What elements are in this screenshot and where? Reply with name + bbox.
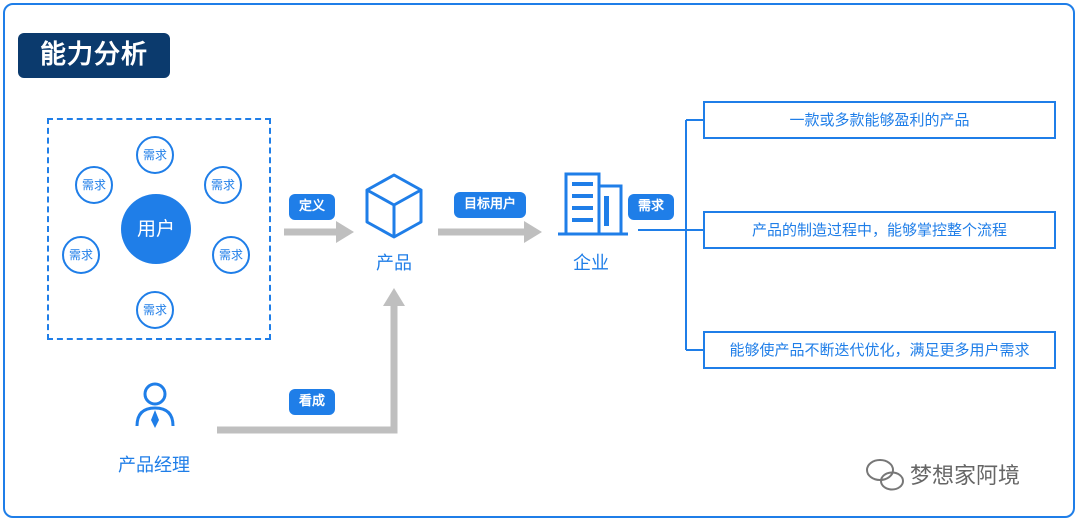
arrow-define: [284, 221, 354, 243]
user-needs-group: [47, 118, 271, 340]
enterprise-label: 企业: [573, 253, 609, 274]
results-connector: [638, 119, 704, 351]
define-label: 定义: [289, 194, 336, 220]
product-label: 产品: [376, 253, 412, 274]
product-manager-label: 产品经理: [118, 455, 190, 476]
need-label: 需求: [628, 194, 675, 220]
user-center-circle: 用户: [121, 194, 191, 264]
result-box-profitable-products: 一款或多款能够盈利的产品: [703, 101, 1056, 139]
watermark-text: 梦想家阿境: [910, 464, 1021, 489]
person-icon: [135, 382, 175, 428]
regard-as-label: 看成: [289, 389, 336, 415]
page-title: 能力分析: [18, 33, 170, 78]
arrow-regard-as: [217, 288, 405, 434]
need-circle-upper-right: 需求: [204, 166, 242, 204]
wechat-icon: [866, 459, 904, 491]
target-user-label: 目标用户: [454, 192, 527, 218]
arrow-target-user: [438, 221, 542, 243]
need-circle-lower-left: 需求: [62, 236, 100, 274]
cube-icon: [365, 173, 423, 239]
need-circle-lower-right: 需求: [212, 236, 250, 274]
need-circle-bottom: 需求: [136, 291, 174, 329]
result-box-iterate-optimize: 能够使产品不断迭代优化，满足更多用户需求: [703, 331, 1056, 369]
building-icon: [558, 172, 628, 236]
result-box-control-process: 产品的制造过程中，能够掌控整个流程: [703, 211, 1056, 249]
need-circle-upper-left: 需求: [75, 166, 113, 204]
diagram-frame: [3, 3, 1075, 518]
need-circle-top: 需求: [136, 136, 174, 174]
